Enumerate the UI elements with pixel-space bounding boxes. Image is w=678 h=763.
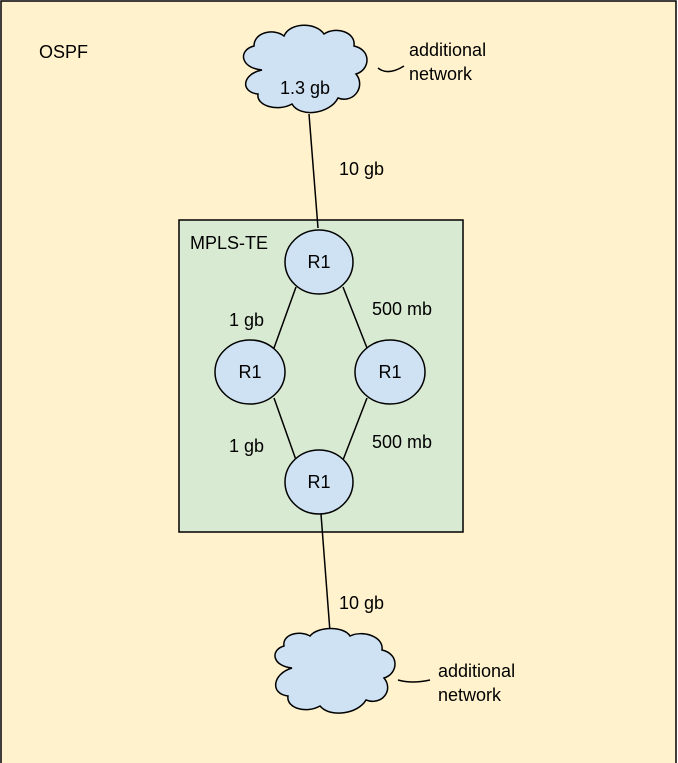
link-label-top-cloud: 10 gb — [339, 159, 384, 179]
router-left-label: R1 — [238, 362, 261, 382]
link-top-to-left — [273, 286, 297, 349]
link-label-left-bottom: 1 gb — [229, 436, 264, 456]
bottom-cloud-callout-line1: additional — [438, 661, 515, 681]
link-label-right-bottom: 500 mb — [372, 432, 432, 452]
link-left-to-bottom — [273, 397, 297, 461]
link-right-to-bottom — [342, 397, 368, 461]
top-cloud-label: 1.3 gb — [280, 78, 330, 98]
router-bottom: R1 — [284, 449, 354, 515]
bottom-cloud-callout-line2: network — [438, 685, 502, 705]
bottom-cloud-callout-line — [397, 679, 431, 683]
router-left: R1 — [214, 339, 286, 405]
link-top-to-right — [342, 286, 368, 349]
router-top: R1 — [284, 229, 354, 295]
ospf-label: OSPF — [39, 42, 88, 62]
router-right-circle — [354, 339, 426, 405]
top-cloud-callout-line — [377, 65, 405, 73]
link-label-top-left: 1 gb — [229, 310, 264, 330]
link-bottom-router-to-bottom-cloud — [320, 513, 332, 646]
router-left-circle — [214, 339, 286, 405]
bottom-cloud-shape — [274, 627, 396, 714]
link-label-bottom-cloud: 10 gb — [339, 593, 384, 613]
top-cloud-shape — [242, 24, 368, 114]
top-cloud-callout-line1: additional — [409, 40, 486, 60]
router-top-circle — [284, 229, 354, 295]
top-cloud-callout-line2: network — [409, 64, 473, 84]
bottom-cloud — [274, 627, 396, 714]
link-label-top-right: 500 mb — [372, 299, 432, 319]
router-right-label: R1 — [378, 362, 401, 382]
router-top-label: R1 — [307, 252, 330, 272]
router-right: R1 — [354, 339, 426, 405]
router-bottom-circle — [284, 449, 354, 515]
top-cloud: 1.3 gb — [242, 24, 368, 114]
router-bottom-label: R1 — [307, 472, 330, 492]
link-top-cloud-to-top-router — [308, 113, 319, 229]
mpls-te-label: MPLS-TE — [190, 233, 268, 253]
